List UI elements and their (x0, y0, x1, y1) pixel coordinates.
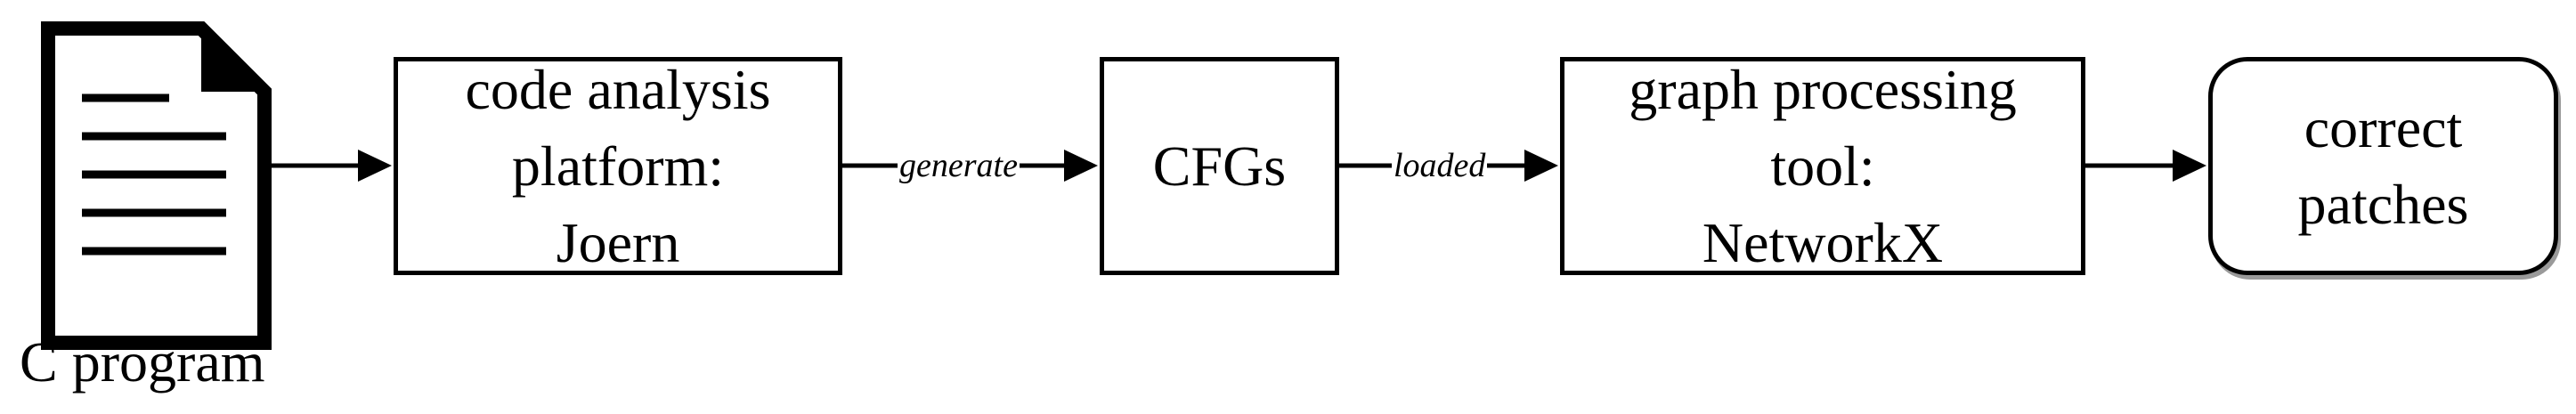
node-label-line: platform: (511, 134, 725, 198)
node-label-line: correct (2304, 95, 2463, 159)
edge-label-loaded: loaded (1392, 146, 1488, 185)
node-label-line: Joern (556, 210, 680, 274)
node-label-line: tool: (1770, 134, 1875, 198)
node-cfgs: CFGs (1100, 57, 1339, 275)
arrowhead-cfgs-to-networkx (1524, 150, 1558, 182)
node-label-line: CFGs (1152, 134, 1287, 198)
node-correct-patches: correct patches (2208, 57, 2558, 275)
edge-label-generate: generate (898, 146, 1020, 185)
arrowhead-joern-to-cfgs (1064, 150, 1098, 182)
node-label-line: graph processing (1629, 57, 2017, 121)
document-icon (41, 21, 272, 350)
source-caption: C program (20, 330, 265, 394)
node-label-line: NetworkX (1702, 210, 1944, 274)
arrowhead-program-to-joern (358, 150, 392, 182)
node-label-line: patches (2297, 172, 2469, 236)
arrowhead-networkx-to-patches (2173, 150, 2206, 182)
node-code-analysis-platform: code analysis platform: Joern (394, 57, 842, 275)
node-graph-processing-tool: graph processing tool: NetworkX (1560, 57, 2085, 275)
node-label-line: code analysis (465, 57, 771, 121)
